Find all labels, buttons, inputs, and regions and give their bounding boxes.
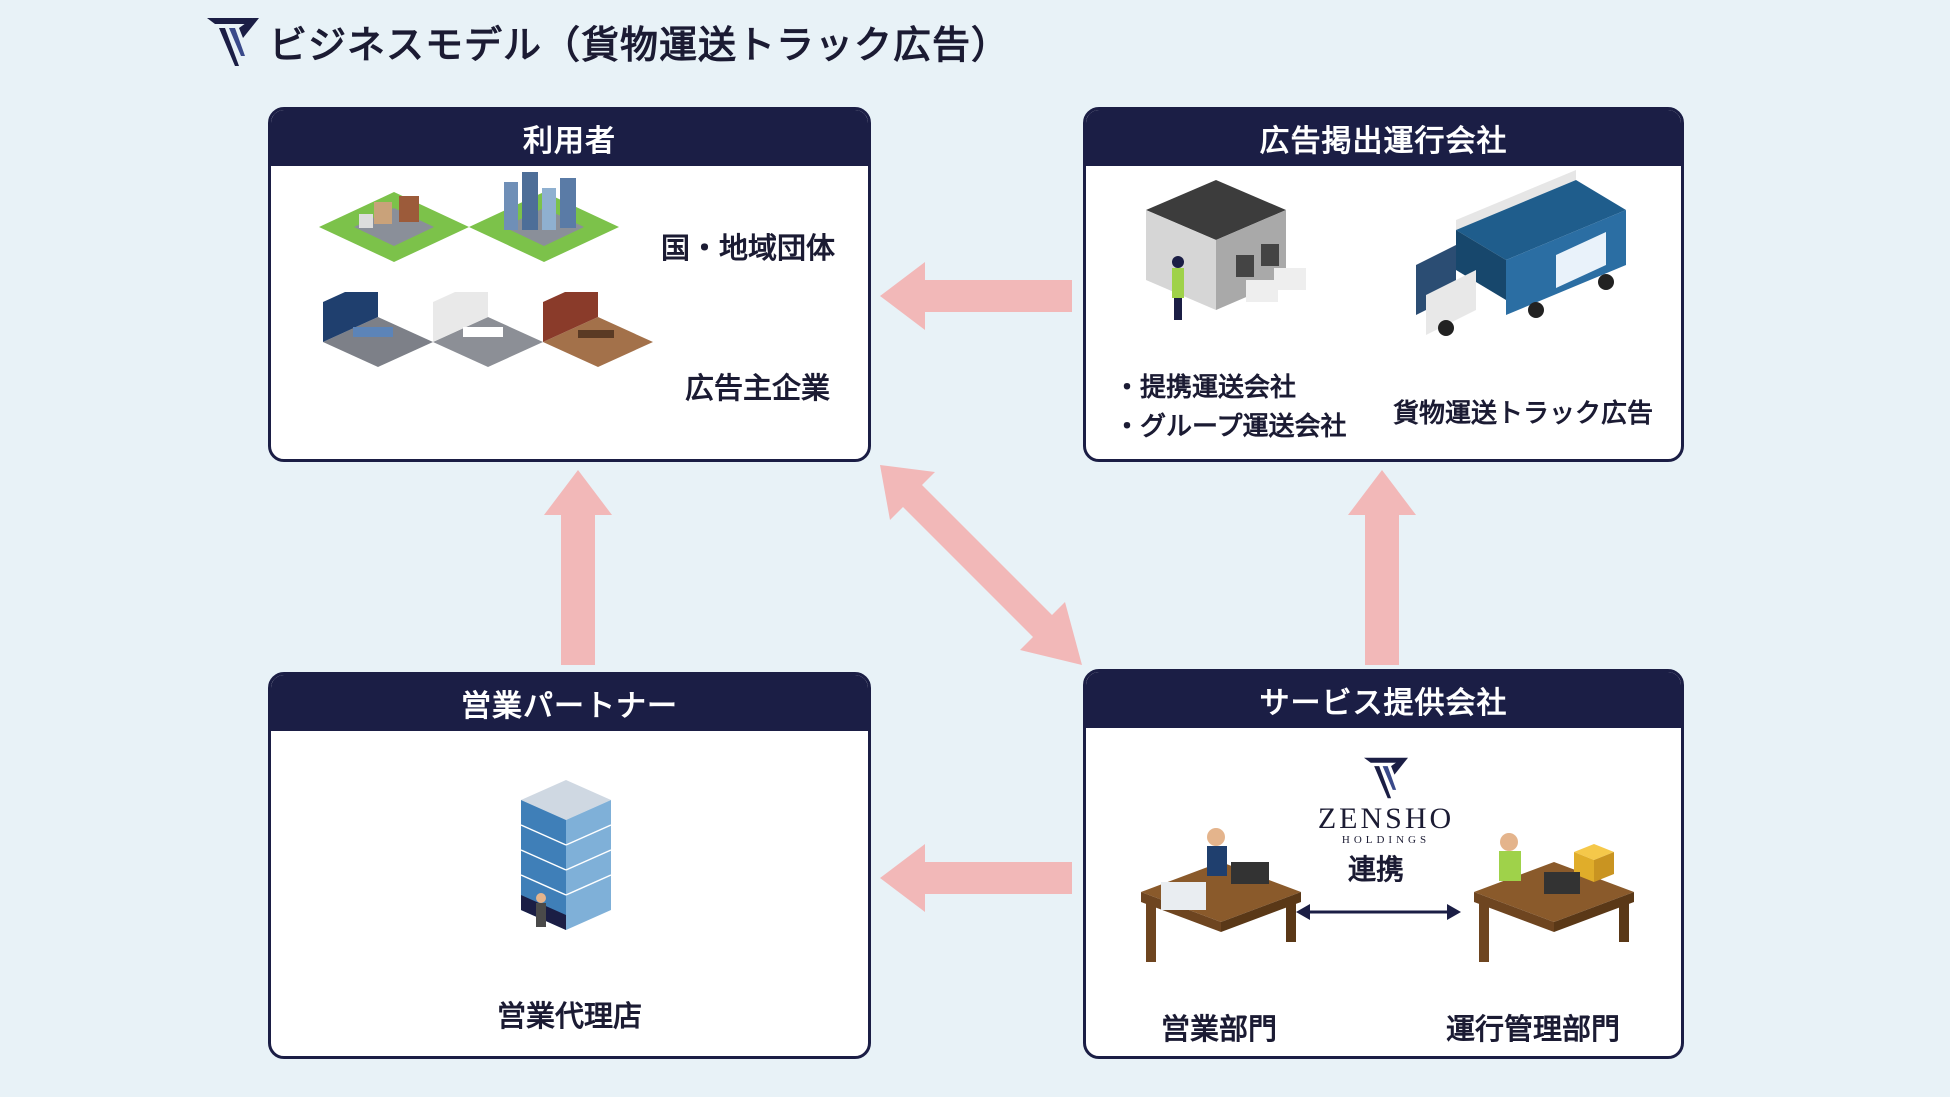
arrow-ad-to-users [880,262,1072,330]
warehouse-trucks-icon [1146,180,1306,320]
zensho-v-logo-icon [1364,757,1408,799]
dept-label-sales: 営業部門 [1161,1012,1278,1046]
zensho-v-logo-icon [207,17,259,66]
page-title: ビジネスモデル（貨物運送トラック広告） [269,23,1011,67]
arrow-users-service-bidirectional [880,465,1082,665]
card-sales-title: 営業パートナー [271,675,868,731]
card-users: 利用者 国・地域団体 広告主企業 [268,107,871,462]
card-service-provider: サービス提供会社 ZENSHO HOLDINGS 営業部門 連携 [1083,669,1684,1059]
zensho-logo-subtext: HOLDINGS [1341,834,1431,846]
page-header: ビジネスモデル（貨物運送トラック広告） [205,14,1010,69]
operations-desk-worker-icon [1474,833,1634,962]
arrow-service-to-ad [1348,470,1416,665]
office-building-icon [520,780,612,930]
ad-item-label-group: ・グループ運送会社 [1114,412,1347,442]
dept-label-operations: 運行管理部門 [1446,1012,1621,1046]
ad-item-label-truck-ad: 貨物運送トラック広告 [1393,399,1654,429]
ad-truck-icon [1416,170,1626,336]
zensho-logo-text: ZENSHO [1317,802,1455,835]
sales-item-label-agency: 営業代理店 [496,999,642,1033]
users-item-label-advertiser: 広告主企業 [685,371,831,405]
card-users-title: 利用者 [271,110,868,166]
arrow-service-to-sales [880,844,1072,912]
card-ad-operator: 広告掲出運行会社 ・提携運送会社 ・グループ運送会社 貨物運送トラック広告 [1083,107,1684,462]
arrow-sales-to-users [544,470,612,665]
sales-desk-worker-icon [1141,828,1301,962]
link-label: 連携 [1348,853,1405,886]
isometric-office-rooms-icon [323,292,653,367]
users-item-label-gov: 国・地域団体 [661,231,836,265]
card-sales-partner: 営業パートナー 営業代理店 [268,672,871,1059]
card-service-title: サービス提供会社 [1086,672,1681,728]
isometric-city-icon [319,172,619,262]
ad-item-label-partner: ・提携運送会社 [1114,373,1297,403]
card-ad-title: 広告掲出運行会社 [1086,110,1681,166]
bidirectional-link-icon [1296,904,1461,920]
zensho-logo: ZENSHO HOLDINGS [1306,756,1466,846]
